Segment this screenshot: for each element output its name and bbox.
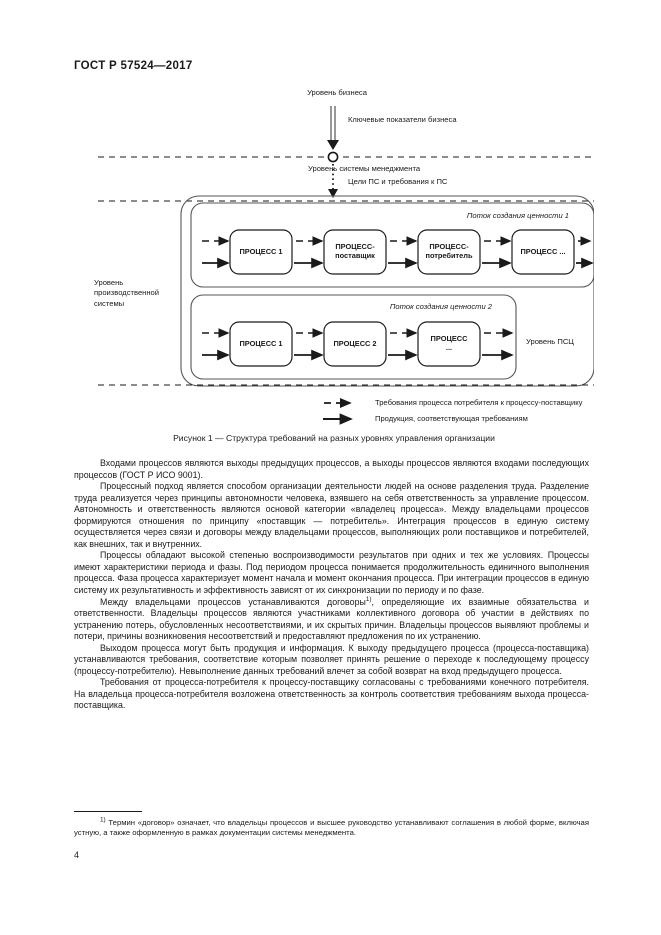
footnote: 1) Термин «договор» означает, что владел… <box>74 816 589 838</box>
process-box: ПРОЦЕСС 2 <box>333 338 377 348</box>
label-ps-goals: Цели ПС и требования к ПС <box>348 177 448 186</box>
page-number: 4 <box>74 850 80 860</box>
label-business-kpi: Ключевые показатели бизнеса <box>348 115 457 124</box>
figure-diagram <box>98 106 594 425</box>
process-box: ПРОЦЕСС- потребитель <box>425 242 473 260</box>
page-title: ГОСТ Р 57524—2017 <box>74 60 193 72</box>
paragraph: Процессный подход является способом орга… <box>74 481 589 549</box>
figure-1: Уровень бизнеса Ключевые показатели бизн… <box>74 88 594 448</box>
paragraph: Выходом процесса могут быть продукция и … <box>74 642 589 676</box>
label-management-system-level: Уровень системы менеджмента <box>308 164 421 173</box>
label-vsc-level: Уровень ПСЦ <box>526 337 574 346</box>
footnote-text: Термин «договор» означает, что владельцы… <box>74 818 589 838</box>
label-stream-1-title: Поток создания ценности 1 <box>466 211 569 220</box>
legend-item-product: Продукция, соответствующая требованиям <box>375 414 528 423</box>
paragraph: Процессы обладают высокой степенью воспр… <box>74 550 589 596</box>
process-box: ПРОЦЕСС- поставщик <box>335 242 375 260</box>
process-box: ПРОЦЕСС ... <box>520 246 566 256</box>
paragraph: Требования от процесса-потребителя к про… <box>74 677 589 711</box>
label-stream-2-title: Поток создания ценности 2 <box>389 302 492 311</box>
label-business-level: Уровень бизнеса <box>307 88 367 97</box>
process-box: ПРОЦЕСС 1 <box>239 246 283 256</box>
footnote-paragraph-before: Между владельцами процессов устанавливаю… <box>100 596 366 607</box>
paragraph-with-footnote: Между владельцами процессов устанавливаю… <box>74 595 589 643</box>
body-text: Входами процессов являются выходы предыд… <box>74 458 589 712</box>
paragraph: Входами процессов являются выходы предыд… <box>74 458 589 480</box>
footnote-marker: 1) <box>365 595 372 603</box>
process-box: ПРОЦЕСС ... <box>430 334 468 352</box>
figure-caption: Рисунок 1 — Структура требований на разн… <box>173 433 495 443</box>
footnote-ref-marker: 1) <box>100 816 106 824</box>
footnote-paragraph-after: , определяющие их взаимные обязательства… <box>74 596 589 642</box>
footnote-divider <box>74 811 142 812</box>
legend-item-requirements: Требования процесса потребителя к процес… <box>375 398 583 407</box>
label-production-system-level: Уровень производственной системы <box>94 278 160 308</box>
footnote-paragraph: 1) Термин «договор» означает, что владел… <box>74 816 589 838</box>
process-box: ПРОЦЕСС 1 <box>239 338 283 348</box>
